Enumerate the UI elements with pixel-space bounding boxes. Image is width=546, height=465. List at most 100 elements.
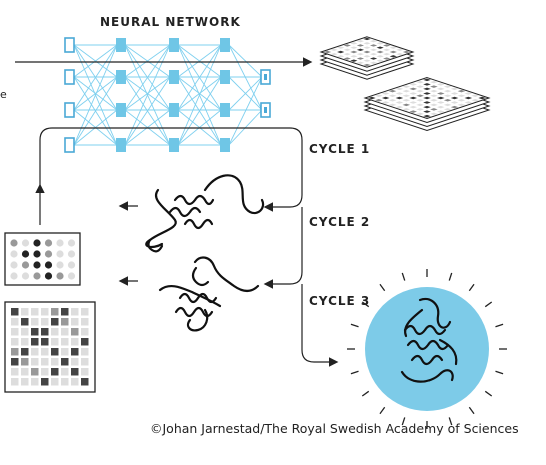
- stack-cell: [389, 46, 397, 49]
- stack-cell: [388, 99, 397, 102]
- contact-square: [81, 368, 89, 376]
- contact-square: [81, 338, 89, 346]
- stack-cell: [350, 55, 358, 58]
- stack-cell: [350, 42, 358, 45]
- contact-map-dot-grid: [4, 232, 81, 286]
- stack-cell: [356, 44, 365, 47]
- nn-node: [220, 138, 230, 152]
- stack-cell: [409, 110, 418, 113]
- contact-square: [51, 358, 59, 366]
- stack-cell: [443, 103, 452, 107]
- contact-dot: [44, 250, 53, 258]
- stack-cell: [402, 85, 411, 88]
- stack-cell: [389, 50, 397, 54]
- stack-cell: [369, 44, 378, 47]
- stack-cell: [343, 52, 351, 56]
- stack-cell: [368, 96, 376, 100]
- contact-square: [41, 318, 49, 326]
- burst-tick: [379, 406, 386, 415]
- stack-cell: [430, 99, 438, 102]
- nn-connection: [228, 76, 263, 111]
- nn-node: [64, 137, 75, 153]
- contact-square: [51, 348, 59, 356]
- stack-cell: [374, 99, 383, 102]
- stack-cell: [402, 89, 411, 93]
- stack-cell: [374, 94, 383, 97]
- stack-cell: [430, 85, 438, 88]
- stack-cell: [436, 96, 445, 100]
- contact-square: [31, 338, 39, 346]
- stack-cell: [436, 110, 445, 113]
- contact-square: [21, 308, 29, 316]
- contact-square: [31, 328, 39, 336]
- burst-tick: [361, 390, 370, 397]
- burst-tick: [495, 370, 504, 375]
- burst-tick: [468, 283, 475, 292]
- contact-dot: [10, 239, 18, 247]
- contact-dot: [56, 261, 64, 269]
- nn-node-inner: [264, 107, 267, 113]
- stack-cell: [443, 94, 452, 97]
- contact-square: [71, 318, 79, 326]
- stack-cell: [369, 52, 378, 56]
- stack-cell: [363, 55, 371, 58]
- neural-network-nodes: [64, 37, 271, 153]
- contact-square: [11, 368, 19, 376]
- stack-cell: [376, 42, 384, 45]
- contact-square: [41, 378, 49, 386]
- stack-cell: [388, 103, 397, 107]
- nn-connection: [228, 44, 263, 111]
- stack-cell: [457, 103, 466, 107]
- nn-connection: [73, 76, 118, 111]
- contact-square: [61, 368, 69, 376]
- nn-connection: [73, 76, 118, 146]
- burst-tick: [361, 301, 370, 308]
- stack-cell: [450, 105, 459, 109]
- nn-connection: [177, 76, 222, 146]
- stack-cell: [423, 110, 431, 113]
- stack-cell: [416, 108, 424, 111]
- stack-cell: [381, 92, 390, 95]
- stack-cell: [356, 48, 365, 52]
- contact-square: [51, 318, 59, 326]
- stack-cell: [423, 105, 431, 109]
- protein-structure-2: [158, 256, 260, 332]
- contact-square: [71, 308, 79, 316]
- stack-cell: [450, 92, 459, 95]
- burst-tick: [401, 417, 406, 426]
- contact-square: [81, 318, 89, 326]
- stack-cell: [396, 52, 404, 56]
- contact-square: [11, 338, 19, 346]
- nn-node-inner: [264, 74, 267, 80]
- nn-connection: [73, 44, 118, 111]
- contact-square: [31, 308, 39, 316]
- stack-cell: [443, 99, 452, 102]
- stack-cell: [395, 96, 404, 100]
- stack-cell: [381, 101, 390, 104]
- stack-cell: [416, 80, 424, 84]
- stack-cell: [388, 94, 397, 97]
- contact-square: [61, 308, 69, 316]
- contact-dot: [67, 250, 76, 258]
- contact-dot: [56, 250, 64, 258]
- stack-cell: [478, 96, 486, 100]
- stack-cell: [457, 89, 466, 93]
- contact-dot: [10, 250, 18, 258]
- stack-cell: [402, 94, 411, 97]
- contact-square: [81, 308, 89, 316]
- contact-dot: [67, 261, 76, 269]
- contact-dot: [56, 239, 64, 247]
- burst-tick: [401, 272, 406, 281]
- contact-dot: [44, 261, 53, 269]
- contact-dot: [67, 239, 76, 247]
- contact-dot: [33, 272, 41, 280]
- neural-network-connections: [73, 44, 263, 146]
- contact-dot: [44, 272, 53, 280]
- contact-dot: [10, 261, 18, 269]
- stack-cell: [450, 96, 459, 100]
- cycle-3-label: CYCLE 3: [309, 294, 371, 308]
- stack-cell: [369, 57, 378, 60]
- contact-square: [71, 368, 79, 376]
- folded-protein-burst: [347, 269, 507, 429]
- nn-node: [116, 138, 126, 152]
